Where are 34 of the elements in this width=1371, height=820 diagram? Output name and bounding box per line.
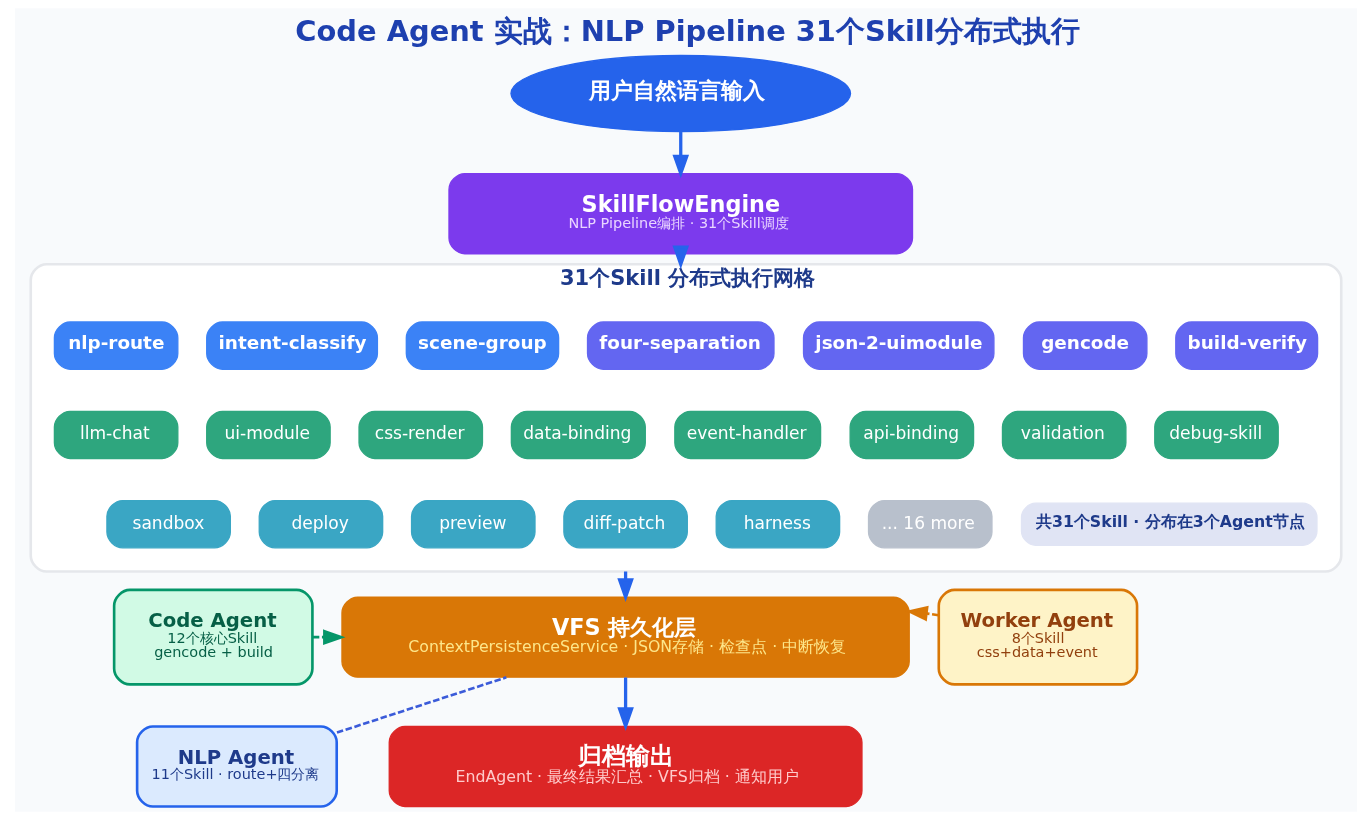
node-box: scene-group xyxy=(405,321,559,370)
arrow xyxy=(616,677,634,731)
node-box: nlp-route xyxy=(53,321,178,370)
arrow xyxy=(671,245,689,270)
node-box: gencode xyxy=(1022,321,1148,370)
node-box: build-verify xyxy=(1174,321,1318,370)
diagram-title: Code Agent 实战：NLP Pipeline 31个Skill分布式执行 xyxy=(294,13,1080,48)
node-ellipse: 用户自然语言输入 xyxy=(509,54,851,133)
node-box: preview xyxy=(410,499,536,549)
arrow xyxy=(312,629,345,645)
node-box: debug-skill xyxy=(1153,410,1279,460)
node-box: css-render xyxy=(357,410,483,460)
node-box: Worker Agent 8个Skill css+data+event xyxy=(936,588,1138,686)
node-box: ui-module xyxy=(205,410,331,460)
node-box: NLP Agent 11个Skill · route+四分离 xyxy=(135,725,338,808)
arrow xyxy=(671,132,689,179)
node-box: api-binding xyxy=(849,410,974,460)
node-box: Code Agent 12个核心Skill gencode + build xyxy=(112,588,314,686)
connector xyxy=(336,676,507,734)
node-box: VFS 持久化层 ContextPersistenceService · JSON存储 · 检查点 · 中断恢复 xyxy=(340,596,910,678)
node-box: harness xyxy=(715,499,840,549)
node-box: four-separation xyxy=(586,321,775,370)
node-box: llm-chat xyxy=(53,410,178,460)
node-box: validation xyxy=(1001,410,1127,460)
node-box: intent-classify xyxy=(205,321,378,370)
node-box: 共31个Skill · 分布在3个Agent节点 xyxy=(1020,502,1318,546)
node-box: sandbox xyxy=(105,499,231,549)
node-box: data-binding xyxy=(510,410,646,460)
node-box: 归档输出 EndAgent · 最终结果汇总 · VFS归档 · 通知用户 xyxy=(388,725,863,808)
node-box: deploy xyxy=(258,499,383,549)
node-box: event-handler xyxy=(673,410,821,460)
node-box: json-2-uimodule xyxy=(802,321,995,370)
node-box: ... 16 more xyxy=(867,499,993,549)
node-box: diff-patch xyxy=(562,499,688,549)
